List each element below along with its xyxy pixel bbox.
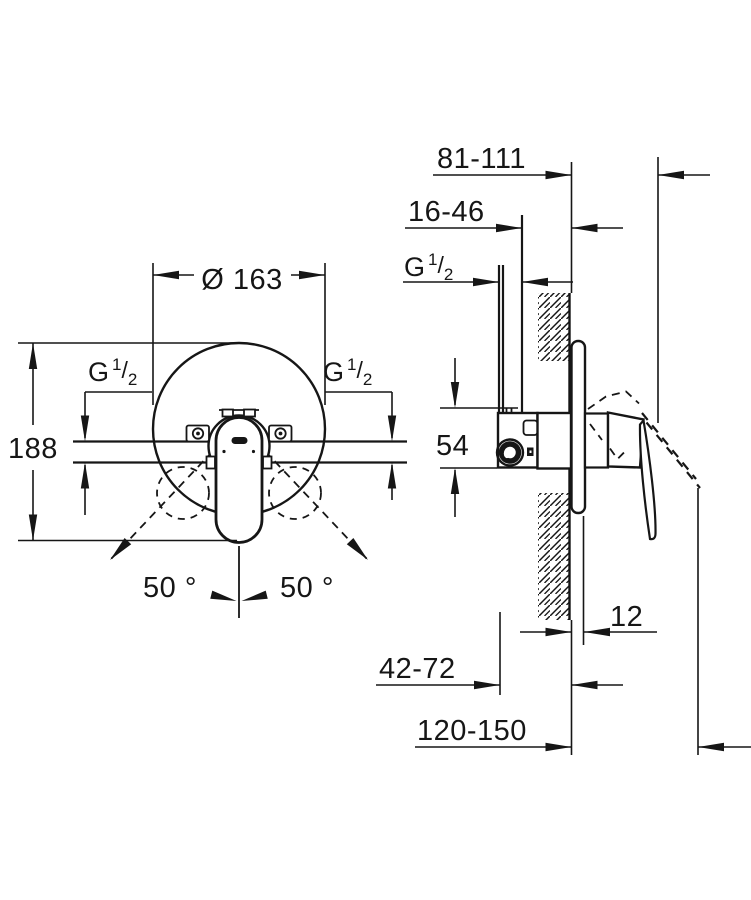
dim-12-label: 12 xyxy=(610,601,643,633)
wall-housing xyxy=(536,411,573,470)
front-view xyxy=(73,341,407,618)
dim-42-72-label: 42-72 xyxy=(379,653,456,685)
dim-12: 12 xyxy=(520,601,657,637)
dim-120-150: 120-150 xyxy=(415,715,751,752)
tab-lower-right xyxy=(262,455,273,470)
screw-left-center xyxy=(196,431,200,436)
dim-angle-right: 50 ° xyxy=(241,538,368,604)
handle-dot-left xyxy=(222,449,226,454)
wall-hatch-upper xyxy=(538,293,570,361)
lever-alt-right xyxy=(268,466,322,520)
side-view xyxy=(495,215,701,620)
cartridge-nut xyxy=(522,419,539,436)
dim-diameter: Ø 163 xyxy=(152,263,326,405)
dim-16-46-label: 16-46 xyxy=(408,196,485,228)
dim-diameter-label: Ø 163 xyxy=(201,264,283,296)
lever-up-dashed-body xyxy=(587,390,640,410)
dim-188-label: 188 xyxy=(8,433,58,465)
swing-line-right xyxy=(264,450,369,561)
inlet-port-highlight xyxy=(503,448,511,459)
body-plug-dot xyxy=(529,450,532,453)
lever-side xyxy=(638,418,657,541)
escutcheon-side xyxy=(570,339,587,515)
dim-angle-right-label: 50 ° xyxy=(280,572,334,604)
dim-188: 188 xyxy=(8,342,241,542)
tab-lower-left xyxy=(205,455,216,470)
tab-top-left xyxy=(221,408,234,418)
handle-logo xyxy=(231,437,248,444)
lever-up-dashed-2 xyxy=(645,421,701,489)
dim-42-72: 42-72 xyxy=(376,653,623,690)
handle-dashed-mark2 xyxy=(589,423,603,441)
dim-angle-left-label: 50 ° xyxy=(143,572,197,604)
lever-handle-front xyxy=(214,416,264,544)
screw-right-center xyxy=(278,431,283,436)
inlet-port-outer xyxy=(495,438,525,467)
swing-line-left xyxy=(109,450,214,561)
dim-54: 54 xyxy=(436,358,518,517)
dim-81-111: 81-111 xyxy=(433,143,710,180)
dim-angle-left: 50 ° xyxy=(110,538,237,604)
tab-top-right xyxy=(243,408,256,418)
handle-dot-right xyxy=(251,449,256,454)
handle-side xyxy=(606,411,645,469)
inlet-port-ring xyxy=(498,441,522,464)
dim-81-111-label: 81-111 xyxy=(437,143,526,175)
handle-dashed-mark xyxy=(609,447,628,461)
wall-hatch-lower xyxy=(538,493,570,620)
dim-54-label: 54 xyxy=(436,430,469,462)
dim-16-46: 16-46 xyxy=(405,196,623,233)
lever-alt-left xyxy=(156,466,210,520)
cartridge-sleeve xyxy=(583,412,610,469)
lever-up-dashed-1 xyxy=(641,412,697,480)
dim-120-150-label: 120-150 xyxy=(417,715,527,747)
